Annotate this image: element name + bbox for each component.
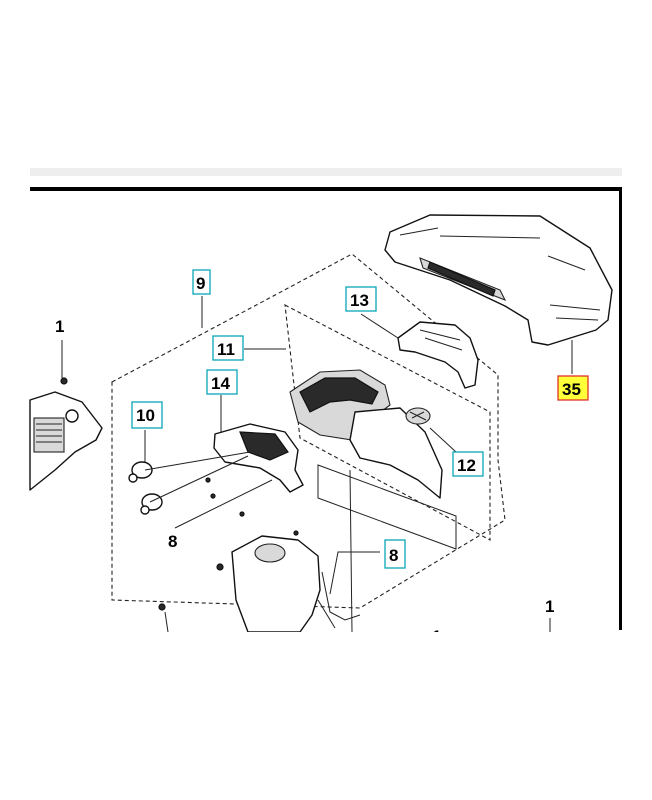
frame-right-rule (619, 187, 622, 630)
leader-lines (61, 296, 573, 633)
header-band (30, 168, 622, 176)
callout-8-left: 8 (168, 532, 177, 551)
part-35-cover (384, 214, 613, 346)
assembly-8-box (317, 464, 457, 550)
callout-1-right: 1 (545, 597, 554, 616)
frame-top-rule (30, 187, 622, 191)
screws (60, 377, 299, 611)
part-10-knobs (128, 461, 163, 515)
callout-35: 35 (562, 380, 581, 399)
callout-9: 9 (196, 274, 205, 293)
callout-12: 12 (457, 456, 476, 475)
part-14-bracket (213, 423, 304, 493)
part-11-housing (289, 369, 443, 499)
callout-10-box (131, 401, 163, 429)
callout-13: 13 (350, 291, 369, 310)
callout-14-box (206, 369, 238, 395)
callout-13-box (345, 286, 377, 312)
callout-12-box (452, 451, 484, 477)
callout-14: 14 (211, 374, 230, 393)
callout-9-box (192, 269, 211, 295)
assembly-9-dashed-box (111, 253, 506, 609)
part-13-cover (397, 321, 479, 389)
callout-11: 11 (217, 340, 235, 359)
left-engine-cover (29, 391, 103, 491)
lower-blank-area (0, 632, 652, 800)
callout-35-box (557, 375, 589, 401)
callout-8-right-box (384, 539, 406, 569)
part-tank (231, 535, 361, 633)
callout-1-left: 1 (55, 317, 64, 336)
part-12-grille (405, 407, 431, 425)
callout-11-box (212, 335, 244, 361)
callout-8-right: 8 (389, 546, 398, 565)
callout-10: 10 (136, 406, 155, 425)
